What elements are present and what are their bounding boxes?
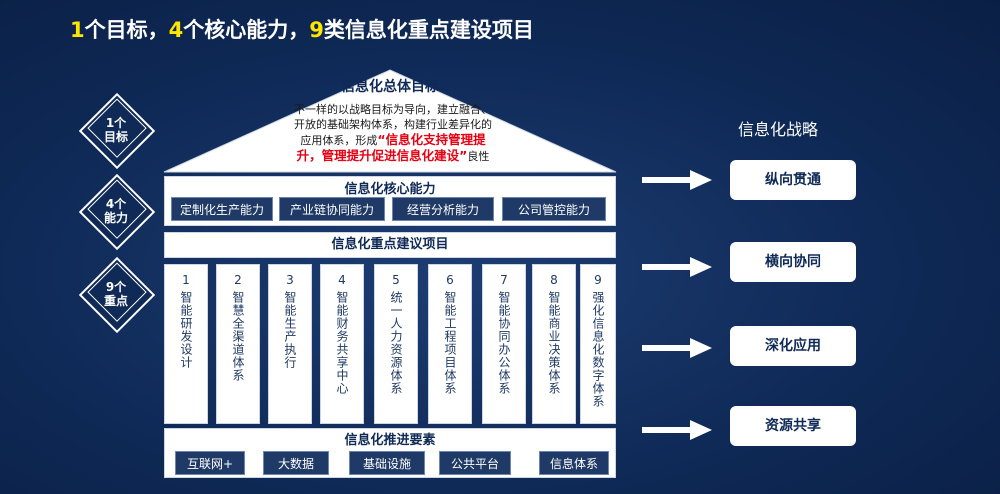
- foundation-item-2: 大数据: [263, 451, 329, 475]
- roof-red-line2: 升，管理提升促进信息化建设”: [296, 148, 468, 163]
- project-diamond-line2: 重点: [103, 294, 128, 308]
- key-projects-band: 信息化重点建议项目: [164, 232, 616, 258]
- headline-text-1: 个目标，: [84, 18, 169, 42]
- capability-item-2: 产业链协同能力: [279, 197, 385, 221]
- headline-text-2: 个核心能力，: [183, 18, 310, 42]
- project-pillar-9: 9 强化信息化数字体系: [580, 264, 616, 424]
- headline-number-1: 1: [70, 18, 85, 42]
- key-projects-title: 信息化重点建议项目: [331, 237, 449, 252]
- pillar-number: 3: [286, 273, 294, 287]
- pillar-label: 智能研发设计: [179, 291, 193, 369]
- core-capability-band: 信息化核心能力 定制化生产能力 产业链协同能力 经营分析能力 公司管控能力: [164, 176, 616, 226]
- strategy-item-3: 深化应用: [730, 326, 856, 366]
- pillar-number: 7: [500, 273, 508, 287]
- headline: 1个目标，4个核心能力，9类信息化重点建设项目: [70, 14, 534, 44]
- project-pillar-3: 3 智能生产执行: [268, 264, 312, 424]
- project-pillar-5: 5 统一人力资源体系: [374, 264, 418, 424]
- pillar-number: 8: [550, 273, 558, 287]
- pillar-number: 9: [594, 273, 602, 287]
- capability-diamond-line2: 能力: [103, 211, 128, 225]
- foundation-item-5: 信息体系: [539, 451, 609, 475]
- foundation-item-4: 公共平台: [439, 451, 511, 475]
- project-pillar-4: 4 智能财务共享中心: [320, 264, 364, 424]
- foundation-item-3: 基础设施: [349, 451, 425, 475]
- arrow-right-icon: [642, 338, 712, 358]
- roof-body-line1: 不一样的以战略目标为导向，建立融合、: [294, 103, 492, 116]
- project-pillar-6: 6 智能工程项目体系: [428, 264, 472, 424]
- pillar-number: 4: [338, 273, 346, 287]
- capability-diamond-line1: 4个: [105, 197, 127, 211]
- project-diamond-line1: 9个: [105, 280, 127, 294]
- roof-red-line1: “信息化支持管理提: [377, 132, 486, 147]
- pillar-label: 智能财务共享中心: [335, 291, 349, 395]
- headline-text-3: 类信息化重点建设项目: [323, 18, 534, 42]
- pillar-label: 智能生产执行: [283, 291, 297, 369]
- pillar-number: 2: [234, 273, 242, 287]
- roof-body: 不一样的以战略目标为导向，建立融合、 开放的基础架构体系，构建行业差异化的 应用…: [262, 102, 524, 164]
- project-pillar-8: 8 智能商业决策体系: [532, 264, 576, 424]
- roof-body-line3: 应用体系，形成: [300, 134, 378, 147]
- pillar-number: 1: [182, 273, 190, 287]
- strategy-item-2: 横向协同: [730, 242, 856, 282]
- pillar-label: 智能协同办公体系: [497, 291, 511, 395]
- project-pillar-1: 1 智能研发设计: [164, 264, 208, 424]
- capability-item-3: 经营分析能力: [392, 197, 494, 221]
- project-pillar-7: 7 智能协同办公体系: [482, 264, 526, 424]
- foundation-title: 信息化推进要素: [344, 433, 436, 448]
- pillar-number: 5: [392, 273, 400, 287]
- roof-title: 信息化总体目标: [341, 79, 439, 95]
- roof-shape: [163, 69, 617, 173]
- roof-body-tail: 良性: [467, 150, 490, 163]
- goal-diamond-line1: 1个: [105, 116, 127, 130]
- pillar-label: 智能工程项目体系: [443, 291, 457, 395]
- project-pillar-2: 2 智慧全渠道体系: [216, 264, 260, 424]
- pillar-label: 智能商业决策体系: [547, 291, 561, 395]
- roof-body-line2: 开放的基础架构体系，构建行业差异化的: [294, 118, 492, 131]
- pillar-number: 6: [446, 273, 454, 287]
- strategy-item-4: 资源共享: [730, 406, 856, 446]
- arrow-right-icon: [642, 257, 712, 277]
- foundation-item-1: 互联网+: [175, 451, 245, 475]
- core-capability-title: 信息化核心能力: [344, 182, 436, 197]
- arrow-right-icon: [642, 420, 712, 440]
- headline-number-2: 4: [168, 18, 184, 42]
- foundation-band: 信息化推进要素 互联网+ 大数据 基础设施 公共平台 信息体系: [164, 428, 616, 478]
- pillar-label: 智慧全渠道体系: [231, 291, 245, 382]
- capability-item-1: 定制化生产能力: [171, 197, 273, 221]
- arrow-right-icon: [642, 170, 712, 190]
- headline-number-3: 9: [309, 18, 324, 42]
- pillar-label: 统一人力资源体系: [389, 291, 403, 395]
- strategy-item-1: 纵向贯通: [730, 160, 856, 200]
- goal-diamond-line2: 目标: [103, 130, 128, 144]
- capability-item-4: 公司管控能力: [502, 197, 606, 221]
- pillar-label: 强化信息化数字体系: [591, 291, 605, 408]
- strategy-title: 信息化战略: [738, 120, 819, 139]
